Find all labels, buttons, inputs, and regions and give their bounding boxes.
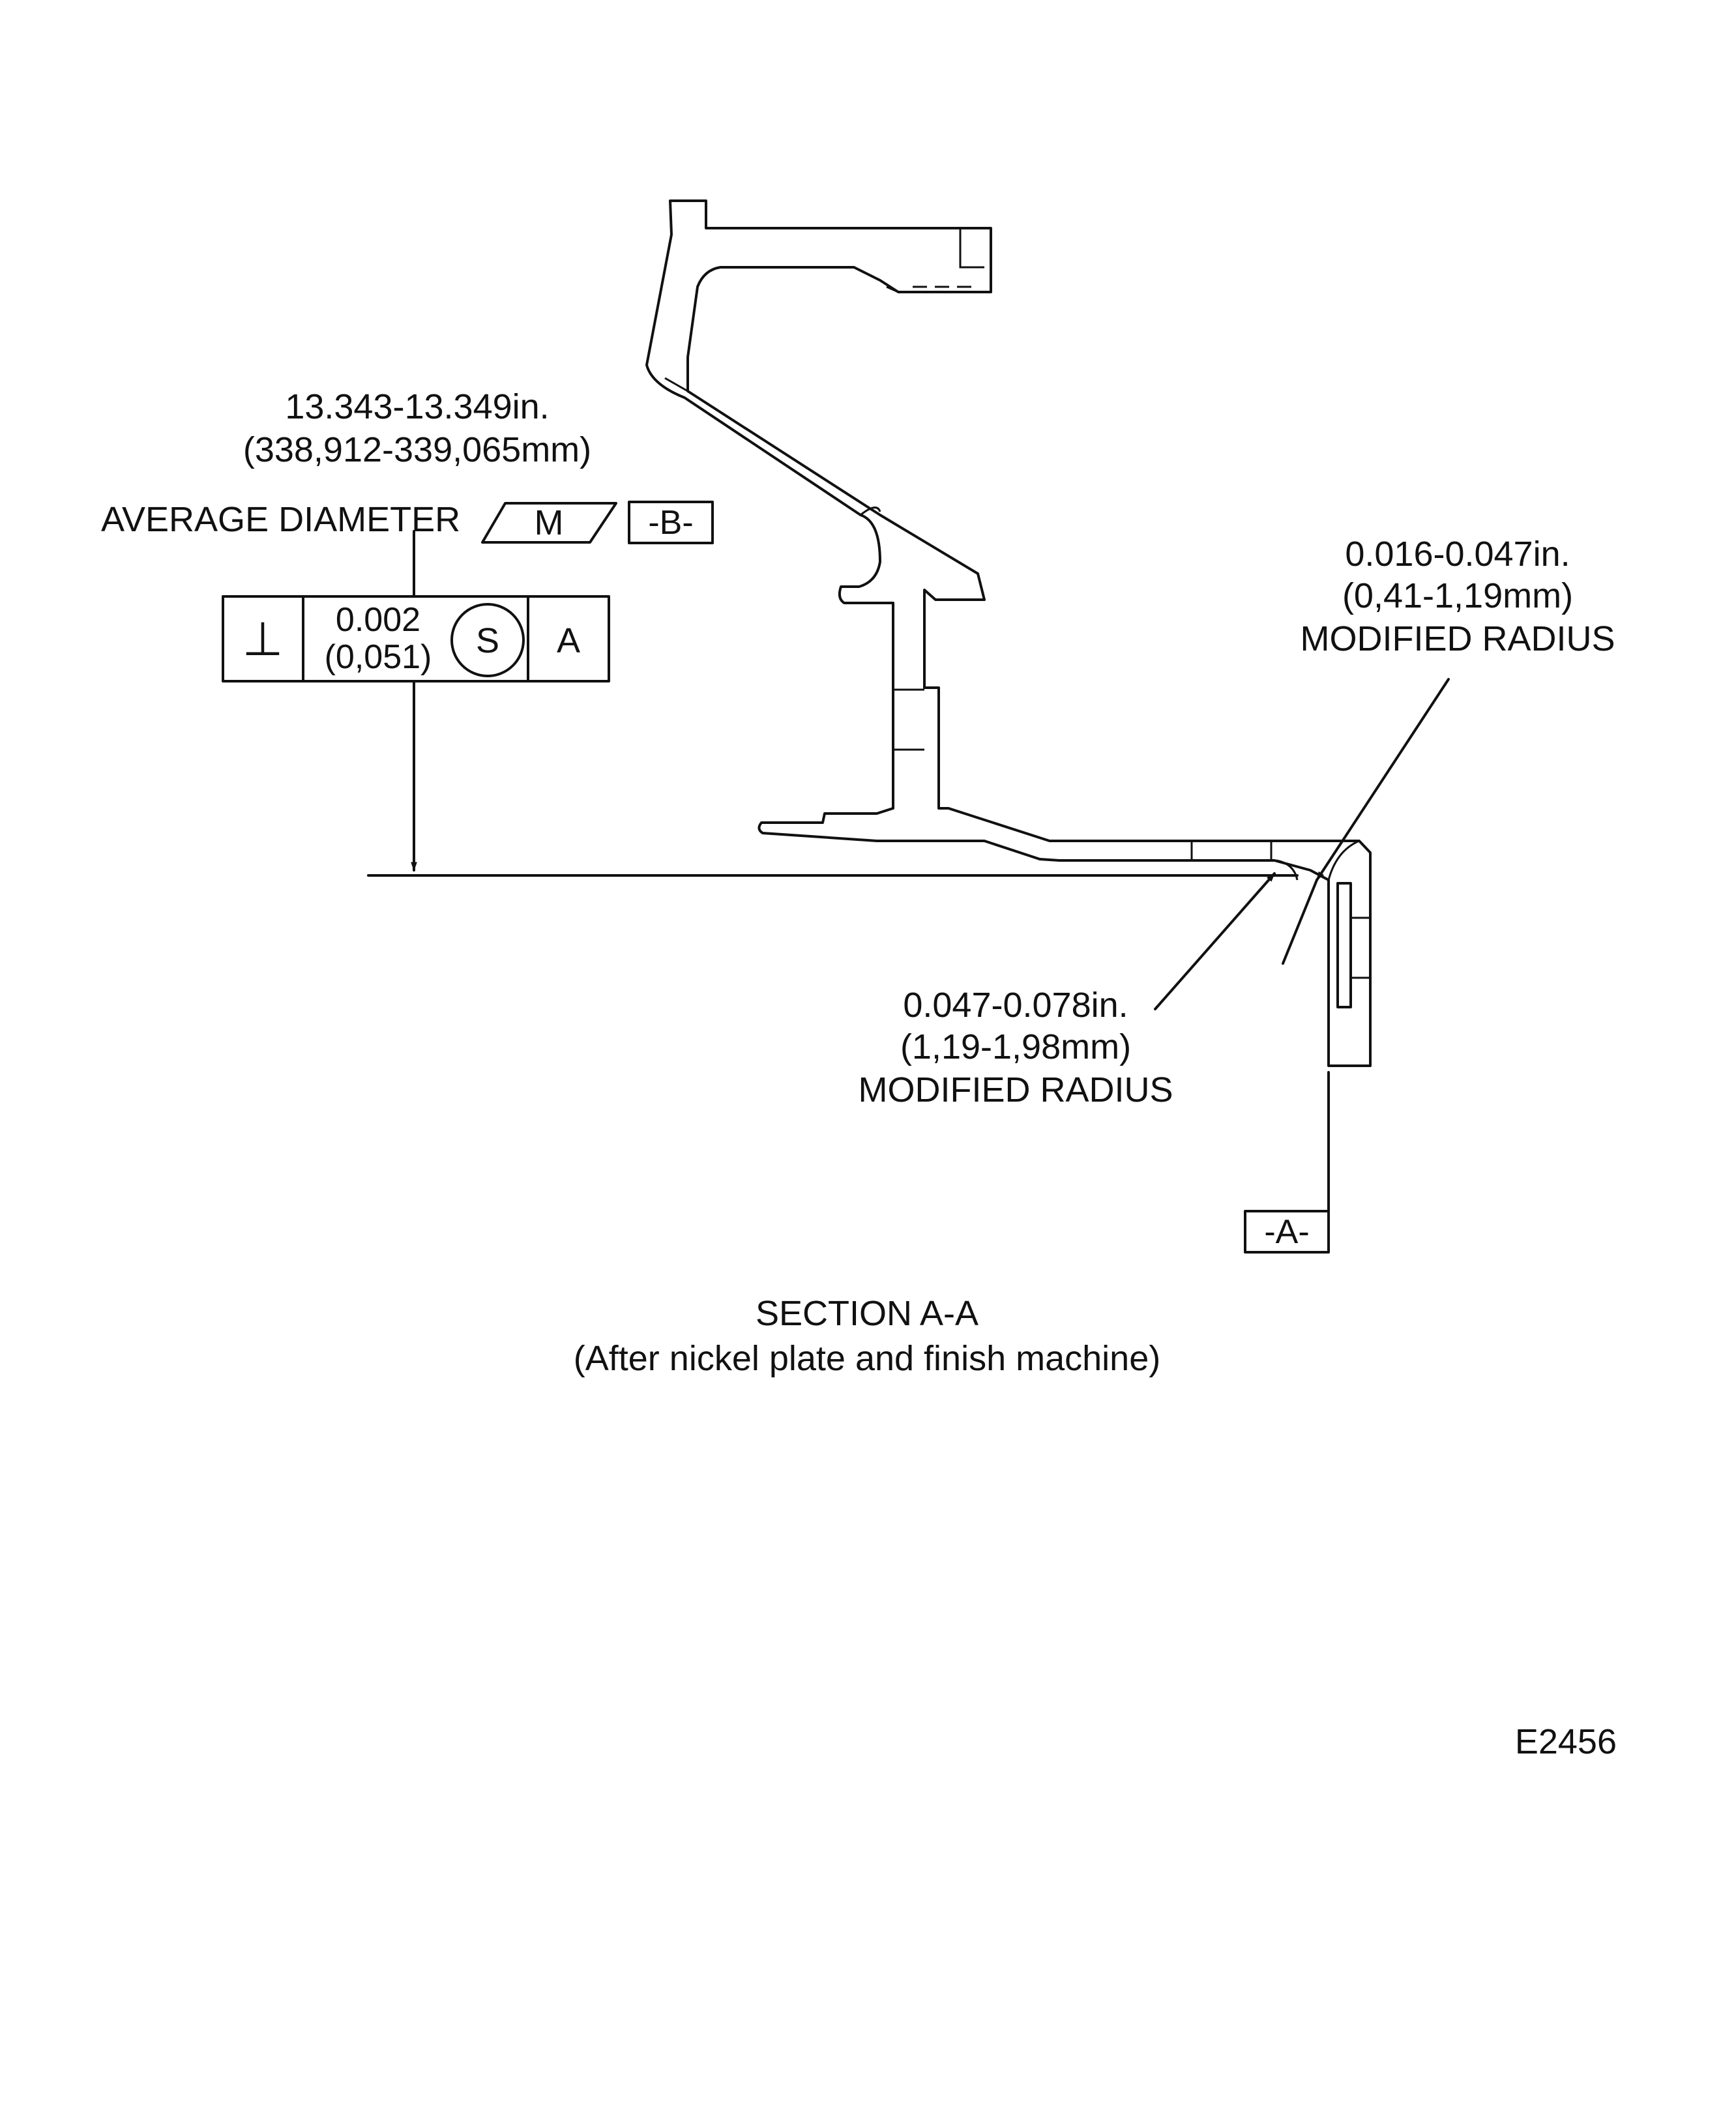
perpendicularity-symbol: ⊥ <box>243 613 284 666</box>
fcf-datum-reference: A <box>557 621 580 660</box>
radius-lower-label: MODIFIED RADIUS <box>858 1070 1173 1109</box>
section-subtitle: (After nickel plate and finish machine) <box>574 1339 1160 1378</box>
radius-lower-leader <box>1154 872 1276 1010</box>
diameter-dimension-inches: 13.343-13.349in. <box>285 387 549 426</box>
radius-upper-inches: 0.016-0.047in. <box>1345 535 1570 574</box>
diameter-dimension-mm: (338,912-339,065mm) <box>243 430 591 469</box>
radius-upper-label: MODIFIED RADIUS <box>1300 619 1615 658</box>
figure-id: E2456 <box>1515 1722 1617 1761</box>
feature-control-frame: ⊥ 0.002 (0,051) S A <box>222 595 610 682</box>
radius-lower-mm: (1,19-1,98mm) <box>900 1027 1131 1066</box>
radius-lower-inches: 0.047-0.078in. <box>903 986 1128 1025</box>
mean-modifier-box <box>481 502 617 544</box>
average-diameter-label: AVERAGE DIAMETER <box>101 500 460 539</box>
rfs-modifier-circle <box>450 603 525 677</box>
radius-upper-leader <box>1316 678 1450 881</box>
radius-upper-mm: (0,41-1,19mm) <box>1342 576 1573 615</box>
section-title: SECTION A-A <box>756 1294 978 1333</box>
fcf-tolerance-mm: (0,051) <box>325 638 432 676</box>
fcf-tolerance-inches: 0.002 <box>336 601 420 639</box>
datum-a-text: -A- <box>1264 1213 1309 1251</box>
datum-b-box <box>628 501 714 544</box>
part-cross-section <box>645 199 1372 1067</box>
rfs-modifier-text: S <box>476 621 499 660</box>
radius-upper-extension <box>1282 879 1318 965</box>
datum-a-box <box>1244 1210 1330 1254</box>
datum-b-text: -B- <box>648 504 693 542</box>
mean-modifier-text: M <box>535 503 564 542</box>
